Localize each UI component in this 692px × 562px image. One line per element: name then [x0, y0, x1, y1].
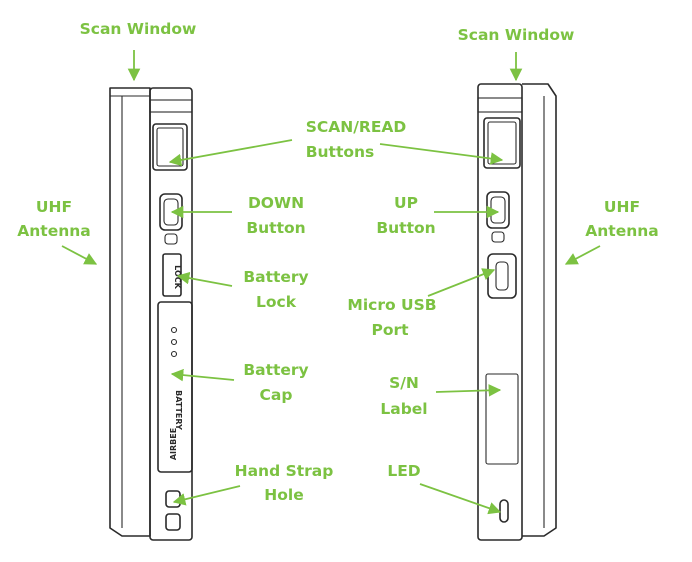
right-device: [477, 83, 557, 541]
right-scan-window: [477, 97, 523, 113]
left-scan-window-label: Scan Window: [80, 20, 197, 38]
arrow-sn-label: [435, 384, 502, 397]
micro-usb-port-inner: [495, 261, 509, 291]
arrow-left-uhf: [61, 245, 98, 265]
arrow-left-scan-read: [168, 139, 293, 167]
left-scan-read-button: [152, 123, 188, 171]
scan-read-label-line1: SCAN/READ: [306, 118, 407, 136]
led-indicator: [499, 499, 509, 523]
left-down-button-base: [164, 233, 178, 245]
battery-indicator-2: [170, 338, 178, 346]
up-label-line1: UP: [394, 194, 418, 212]
sn-label-line2: Label: [380, 400, 427, 418]
sn-label-line1: S/N: [389, 374, 419, 392]
arrow-battery-cap: [170, 368, 235, 382]
right-device-body: [477, 83, 523, 541]
battery-indicator-3: [170, 350, 178, 358]
usb-label-line1: Micro USB: [347, 296, 436, 314]
right-scan-window-label: Scan Window: [458, 26, 575, 44]
up-label-line2: Button: [376, 219, 435, 237]
left-battery-cap: [157, 301, 193, 473]
left-uhf-antenna-housing: [109, 87, 151, 537]
cap-battery-text: BATTERY: [174, 390, 183, 430]
scan-read-label-line2: Buttons: [306, 143, 375, 161]
down-label-line2: Button: [246, 219, 305, 237]
left-uhf-label-line1: UHF: [36, 198, 72, 216]
right-up-button-base: [491, 231, 505, 243]
battery-cap-label-line2: Cap: [260, 386, 293, 404]
cap-brand-text: AIRBEE: [169, 428, 178, 460]
battery-indicator-1: [170, 326, 178, 334]
hand-strap-label-line1: Hand Strap: [235, 462, 334, 480]
left-uhf-label-line2: Antenna: [17, 222, 90, 240]
battery-lock-label-line2: Lock: [256, 293, 297, 311]
battery-lock-label-line1: Battery: [243, 268, 308, 286]
right-uhf-label-line2: Antenna: [585, 222, 658, 240]
callout-arrows: [61, 50, 601, 515]
arrow-led: [419, 483, 502, 515]
right-scan-read-button-inner: [487, 121, 517, 165]
arrow-right-scan-read: [379, 143, 504, 165]
arrow-micro-usb: [427, 268, 496, 297]
left-hand-strap-hole-2: [165, 513, 181, 531]
right-uhf-antenna-housing: [522, 83, 557, 537]
down-label-line1: DOWN: [248, 194, 304, 212]
arrow-right-uhf: [564, 245, 601, 265]
micro-usb-port: [487, 253, 517, 299]
left-device: LOCK BATTERY AIRBEE: [109, 87, 193, 541]
battery-cap-label-line1: Battery: [243, 361, 308, 379]
arrow-battery-lock: [176, 271, 233, 287]
sn-label-area: [485, 373, 519, 465]
usb-label-line2: Port: [371, 321, 409, 339]
led-label: LED: [387, 462, 420, 480]
left-hand-strap-hole-1: [165, 490, 181, 508]
right-up-button-inner: [490, 196, 506, 224]
arrow-hand-strap: [172, 485, 241, 506]
left-scan-window: [149, 99, 193, 113]
right-scan-read-button: [483, 117, 521, 169]
hand-strap-label-line2: Hole: [264, 486, 303, 504]
right-uhf-label-line1: UHF: [604, 198, 640, 216]
